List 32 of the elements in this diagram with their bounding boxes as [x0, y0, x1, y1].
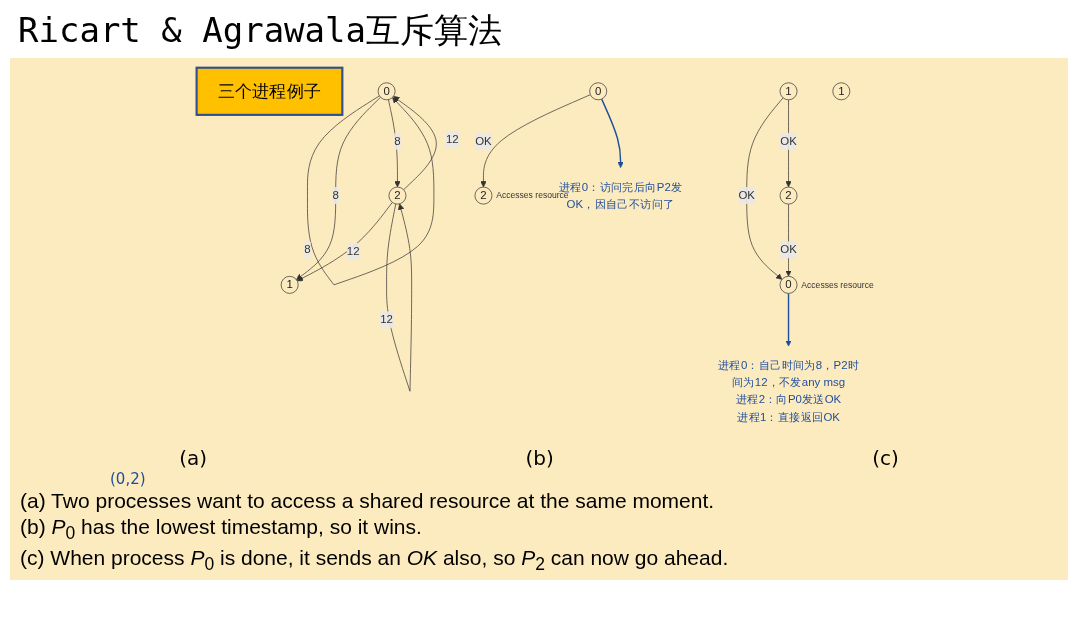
edge-label: 12	[380, 313, 393, 326]
edge-label: OK	[780, 134, 797, 148]
panel-label: (a)	[179, 446, 208, 470]
node-circle: 1	[779, 82, 798, 101]
edge-label: 8	[332, 189, 339, 202]
node-circle: 2	[388, 186, 407, 205]
panel-label: (c)	[872, 446, 899, 470]
node-caption: Accesses resource	[801, 279, 874, 290]
caption-line: (c) When process P$_{0}$ is done, it sends an OK also, so P$_{2}$ can now go ahead.	[20, 546, 729, 576]
edge-label: OK	[780, 243, 797, 256]
arrow	[600, 98, 624, 168]
edge-label: OK	[738, 189, 755, 202]
edge-label: 12	[445, 133, 459, 146]
node-box: 三个进程例子	[195, 66, 344, 116]
node-circle: 1	[832, 82, 851, 101]
handwritten-note: (0,2)	[110, 470, 146, 488]
edge-label: 12	[346, 245, 360, 258]
edge-label: 8	[304, 243, 311, 256]
title: Ricart & Agrawala互斥算法	[18, 9, 502, 52]
node-circle: 1	[280, 275, 299, 294]
node-circle: 0	[589, 82, 608, 101]
edge-label: OK	[475, 134, 492, 148]
node-circle: 0	[779, 275, 798, 294]
arrow	[785, 292, 792, 347]
node-circle: 2	[474, 186, 493, 205]
panel-label: (b)	[525, 446, 554, 470]
caption-line: (b) P$_{0}$ has the lowest timestamp, so it wins.	[20, 515, 422, 545]
edge-label: 8	[394, 134, 401, 148]
node-text: 进程0：自己时间为8，P2时间为12，不发any msg 进程2：向P0发送OK 进程1：直接返回OK	[718, 359, 860, 423]
caption-line: (a) Two processes want to access a shared resource at the same moment.	[20, 489, 715, 513]
node-circle: 0	[377, 82, 396, 101]
node-circle: 2	[779, 186, 798, 205]
